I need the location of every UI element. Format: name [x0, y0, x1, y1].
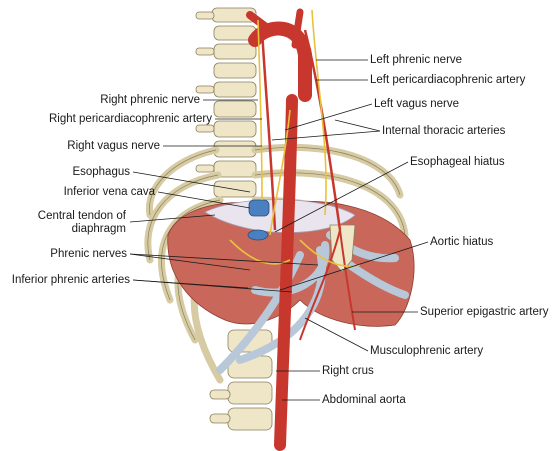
internal-thoracic-artery-right: [260, 29, 277, 231]
aortic-arch: [248, 21, 312, 102]
label-esophagus: Esophagus: [72, 166, 130, 178]
central-tendon: [204, 199, 356, 233]
esophagus: [247, 229, 269, 241]
label-left-pericardiacophrenic-artery: Left pericardiacophrenic artery: [370, 74, 526, 86]
label-inferior-phrenic-arteries: Inferior phrenic arteries: [11, 274, 130, 286]
label-superior-epigastric-artery: Superior epigastric artery: [420, 306, 549, 318]
leader-lines: [129, 59, 429, 401]
label-central-tendon-line1: Central tendon of: [37, 210, 126, 222]
descending-aorta: [274, 94, 298, 451]
label-phrenic-nerves: Phrenic nerves: [50, 248, 127, 260]
superior-epigastric-artery: [339, 229, 356, 331]
label-left-phrenic-nerve: Left phrenic nerve: [370, 54, 463, 66]
label-right-vagus-nerve: Right vagus nerve: [67, 140, 160, 152]
inferior-vena-cava: [248, 199, 270, 217]
label-left-vagus-nerve: Left vagus nerve: [374, 98, 460, 110]
label-central-tendon-line2: diaphragm: [71, 223, 126, 235]
internal-thoracic-artery-left: [303, 29, 342, 231]
aortic-branch: [291, 8, 304, 49]
vertebral-column: [195, 7, 257, 198]
label-inferior-vena-cava: Inferior vena cava: [63, 186, 155, 198]
label-right-phrenic-nerve: Right phrenic nerve: [100, 94, 200, 106]
label-right-crus: Right crus: [322, 365, 374, 377]
label-esophageal-hiatus: Esophageal hiatus: [410, 156, 505, 168]
musculophrenic-artery: [299, 229, 341, 341]
label-musculophrenic-artery: Musculophrenic artery: [370, 345, 484, 357]
label-abdominal-aorta: Abdominal aorta: [322, 394, 406, 406]
label-right-pericardiacophrenic-artery: Right pericardiacophrenic artery: [49, 113, 212, 125]
label-aortic-hiatus: Aortic hiatus: [430, 236, 494, 248]
label-internal-thoracic-arteries: Internal thoracic arteries: [382, 125, 506, 137]
aortic-branch: [246, 11, 274, 34]
